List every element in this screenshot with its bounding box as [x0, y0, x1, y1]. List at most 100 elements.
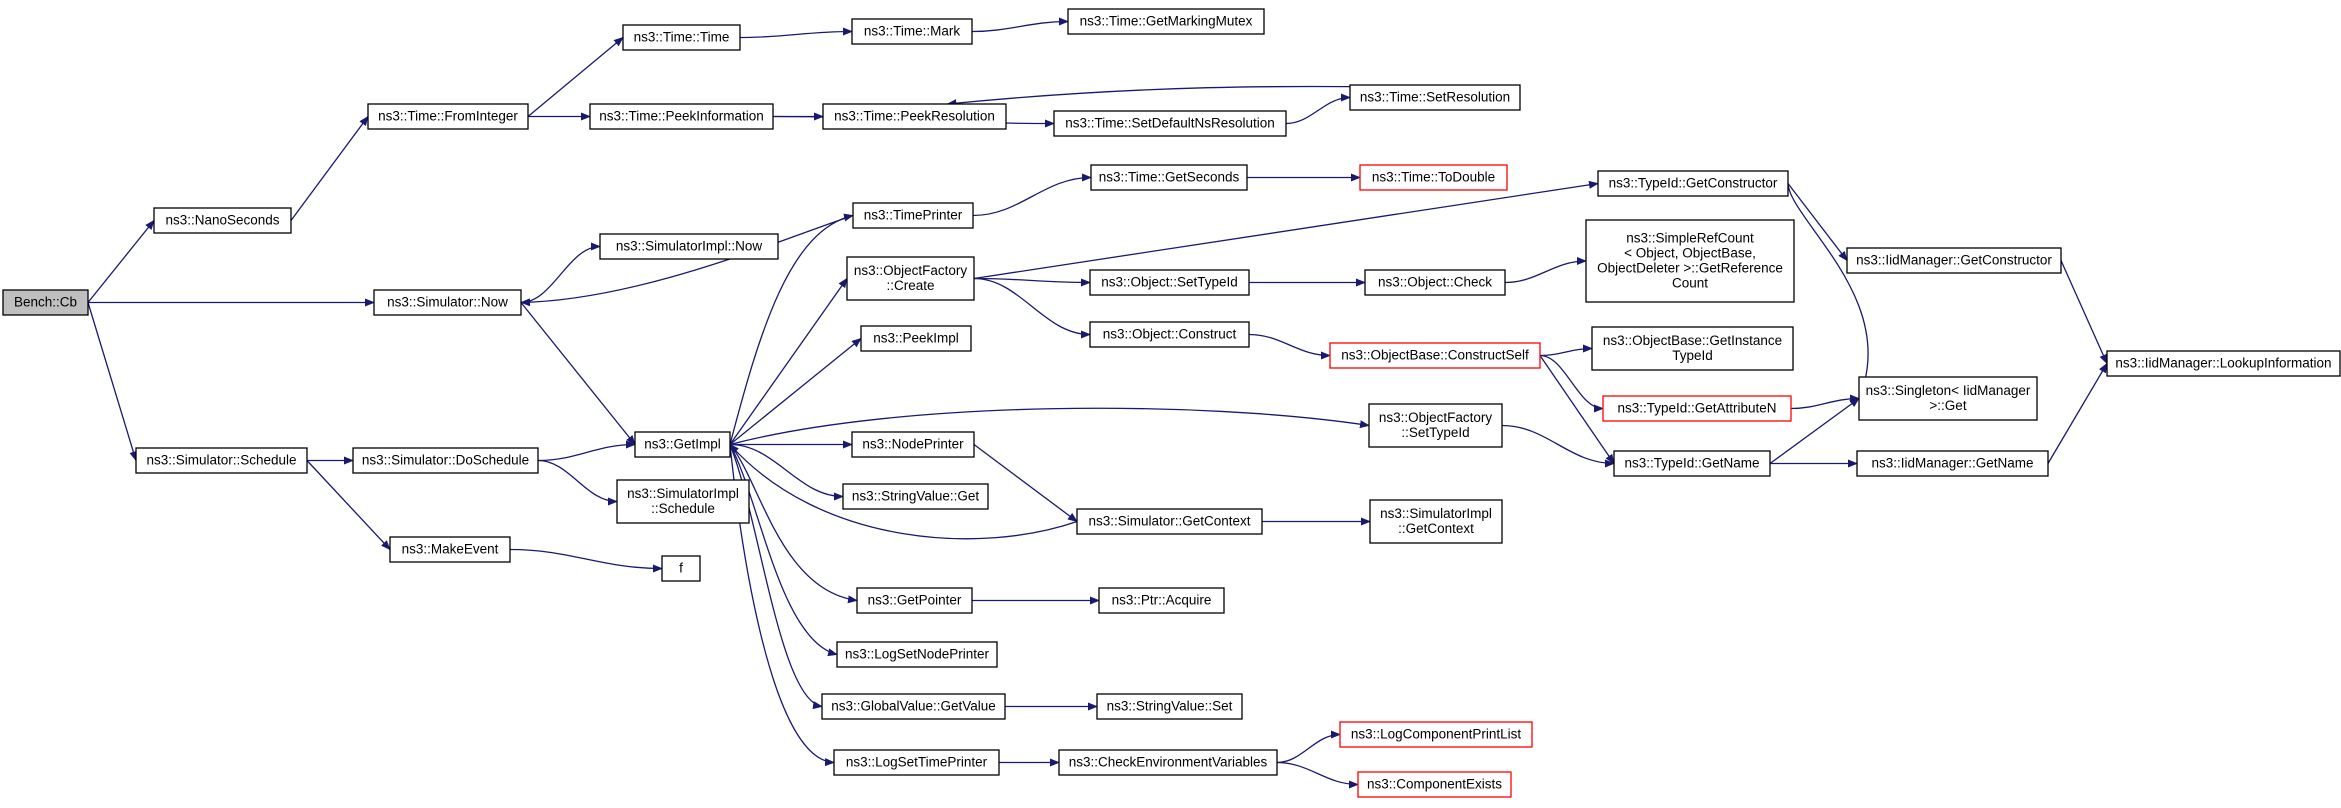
- node-box: [1613, 450, 1771, 477]
- node-time-setres[interactable]: ns3::Time::SetResolution: [1349, 84, 1521, 111]
- node-label: ns3::Time::GetMarkingMutex: [1080, 14, 1253, 29]
- node-timeprinter[interactable]: ns3::TimePrinter: [852, 202, 974, 229]
- node-iidmgr-lookupinfo[interactable]: ns3::IidManager::LookupInformation: [2106, 350, 2341, 377]
- node-box: [599, 233, 779, 260]
- node-typeid-getname[interactable]: ns3::TypeId::GetName: [1613, 450, 1771, 477]
- node-checkenvvars[interactable]: ns3::CheckEnvironmentVariables: [1058, 749, 1278, 776]
- node-box: [661, 555, 701, 582]
- node-label: ns3::Time::Mark: [864, 24, 961, 39]
- node-objectbase-constructself[interactable]: ns3::ObjectBase::ConstructSelf: [1329, 342, 1541, 369]
- node-simplerefcount[interactable]: ns3::SimpleRefCount< Object, ObjectBase,…: [1585, 219, 1795, 303]
- node-label: ::GetContext: [1398, 521, 1474, 536]
- node-getimpl[interactable]: ns3::GetImpl: [634, 431, 731, 458]
- node-simulator-schedule[interactable]: ns3::Simulator::Schedule: [135, 447, 308, 474]
- node-time-peekinfo[interactable]: ns3::Time::PeekInformation: [589, 103, 774, 130]
- node-logcomponentprintlist[interactable]: ns3::LogComponentPrintList: [1339, 721, 1533, 748]
- edge-time_mark-to-time_getmarkingmutex: [971, 17, 1069, 33]
- edge-getimpl-to-timeprinter: [729, 213, 854, 445]
- node-peekimpl[interactable]: ns3::PeekImpl: [860, 325, 972, 352]
- node-simulator-now[interactable]: ns3::Simulator::Now: [373, 289, 522, 316]
- node-box: [1067, 8, 1265, 35]
- node-box: [1349, 84, 1521, 111]
- node-time-todouble[interactable]: ns3::Time::ToDouble: [1359, 164, 1508, 191]
- node-label: ns3::ObjectFactory: [854, 263, 968, 278]
- edge-getimpl-to-logsetnodeprinter: [729, 444, 838, 657]
- node-simulator-doschedule[interactable]: ns3::Simulator::DoSchedule: [352, 447, 539, 474]
- node-label: ObjectDeleter >::GetReference: [1597, 261, 1783, 276]
- node-label: ns3::Simulator::DoSchedule: [362, 453, 529, 468]
- node-label: ns3::Object::Construct: [1103, 327, 1237, 342]
- node-time-getmarkingmutex[interactable]: ns3::Time::GetMarkingMutex: [1067, 8, 1265, 35]
- node-simimpl-getcontext[interactable]: ns3::SimulatorImpl::GetContext: [1369, 499, 1503, 544]
- edge-objfactory_settypeid-to-typeid_getname: [1501, 424, 1615, 468]
- node-label: ns3::Time::Time: [634, 30, 730, 45]
- node-label: ns3::Time::FromInteger: [378, 109, 518, 124]
- node-box: [860, 325, 972, 352]
- node-box: [1585, 219, 1795, 303]
- node-bench-cb[interactable]: Bench::Cb: [2, 289, 89, 316]
- edge-checkenvvars-to-logcomponentprintlist: [1276, 730, 1341, 764]
- node-componentexists[interactable]: ns3::ComponentExists: [1357, 771, 1512, 798]
- node-stringvalue-set[interactable]: ns3::StringValue::Set: [1096, 693, 1243, 720]
- node-label: ns3::StringValue::Set: [1107, 699, 1233, 714]
- edge-getimpl-to-objfactory_settypeid: [729, 407, 1370, 446]
- node-logsettimeprinter[interactable]: ns3::LogSetTimePrinter: [833, 749, 1000, 776]
- node-time-mark[interactable]: ns3::Time::Mark: [851, 18, 973, 45]
- node-box: [1369, 499, 1503, 544]
- node-nanoseconds[interactable]: ns3::NanoSeconds: [153, 207, 292, 234]
- node-simulator-getcontext[interactable]: ns3::Simulator::GetContext: [1076, 508, 1263, 535]
- node-box: [1058, 749, 1278, 776]
- edge-makeevent-to-f: [509, 548, 663, 573]
- node-simimpl-now[interactable]: ns3::SimulatorImpl::Now: [599, 233, 779, 260]
- node-label: ns3::TypeId::GetConstructor: [1609, 176, 1778, 191]
- node-iidmgr-getconstructor[interactable]: ns3::IidManager::GetConstructor: [1846, 247, 2062, 274]
- node-box: [851, 18, 973, 45]
- node-objfactory-settypeid[interactable]: ns3::ObjectFactory::SetTypeId: [1368, 403, 1503, 448]
- edge-simulator_now-to-getimpl: [520, 302, 636, 446]
- node-time-peekres[interactable]: ns3::Time::PeekResolution: [822, 103, 1007, 130]
- node-label: ns3::PeekImpl: [873, 331, 959, 346]
- edge-timeprinter-to-simulator_now: [520, 214, 854, 307]
- node-logsetnodeprinter[interactable]: ns3::LogSetNodePrinter: [836, 641, 998, 668]
- node-object-construct[interactable]: ns3::Object::Construct: [1089, 321, 1250, 348]
- node-label: ns3::SimulatorImpl: [627, 486, 739, 501]
- node-makeevent[interactable]: ns3::MakeEvent: [389, 536, 511, 563]
- node-label: ns3::IidManager::LookupInformation: [2115, 356, 2331, 371]
- node-label: ns3::Simulator::GetContext: [1088, 514, 1250, 529]
- node-object-check[interactable]: ns3::Object::Check: [1364, 269, 1506, 296]
- node-stringvalue-get[interactable]: ns3::StringValue::Get: [842, 483, 989, 510]
- node-label: ns3::ObjectBase::GetInstance: [1603, 333, 1782, 348]
- node-f[interactable]: f: [661, 555, 701, 582]
- node-box: [1846, 247, 2062, 274]
- node-box: [622, 24, 741, 51]
- node-objfactory-create[interactable]: ns3::ObjectFactory::Create: [846, 256, 975, 301]
- node-label: ns3::Time::PeekInformation: [599, 109, 764, 124]
- node-label: ::Schedule: [651, 501, 715, 516]
- node-object-settypeid[interactable]: ns3::Object::SetTypeId: [1089, 269, 1250, 296]
- node-time-getseconds[interactable]: ns3::Time::GetSeconds: [1090, 164, 1248, 191]
- node-simimpl-schedule[interactable]: ns3::SimulatorImpl::Schedule: [616, 479, 750, 524]
- node-typeid-getconstructor[interactable]: ns3::TypeId::GetConstructor: [1597, 170, 1789, 197]
- node-time-time[interactable]: ns3::Time::Time: [622, 24, 741, 51]
- edge-simulator_doschedule-to-getimpl: [537, 440, 636, 462]
- node-getpointer[interactable]: ns3::GetPointer: [856, 587, 973, 614]
- node-label: ns3::SimpleRefCount: [1626, 231, 1754, 246]
- edge-nanoseconds-to-time_fromint: [290, 115, 369, 221]
- node-box: [1090, 164, 1248, 191]
- node-iidmgr-getname[interactable]: ns3::IidManager::GetName: [1856, 450, 2049, 477]
- edge-typeid_getname-to-singleton_get: [1769, 397, 1860, 465]
- node-ptr-acquire[interactable]: ns3::Ptr::Acquire: [1098, 587, 1225, 614]
- node-globalvalue-getvalue[interactable]: ns3::GlobalValue::GetValue: [821, 693, 1006, 720]
- node-box: [846, 256, 975, 301]
- node-box: [1359, 164, 1508, 191]
- node-time-fromint[interactable]: ns3::Time::FromInteger: [367, 103, 529, 130]
- node-nodeprinter[interactable]: ns3::NodePrinter: [851, 431, 975, 458]
- edge-simulator_doschedule-to-simimpl_schedule: [537, 459, 618, 506]
- node-singleton-get[interactable]: ns3::Singleton< IidManager>::Get: [1858, 376, 2038, 421]
- node-label: ns3::ComponentExists: [1367, 777, 1502, 792]
- node-label: ns3::Simulator::Now: [387, 295, 508, 310]
- node-box: [2106, 350, 2341, 377]
- node-time-setdefaultns[interactable]: ns3::Time::SetDefaultNsResolution: [1053, 110, 1287, 137]
- node-typeid-getattributen[interactable]: ns3::TypeId::GetAttributeN: [1602, 395, 1792, 422]
